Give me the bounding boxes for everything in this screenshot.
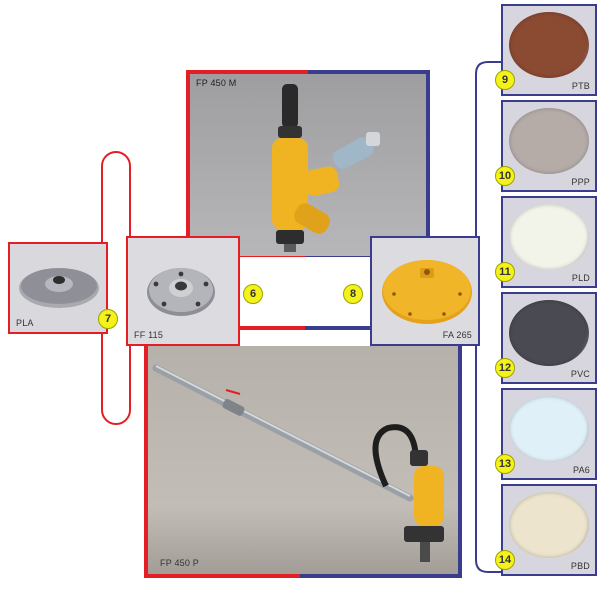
product-ff115-card: FF 115 [126,236,240,346]
product-fp450p-card: FP 450 P [144,346,462,578]
product-pla-card: PLA 7 [8,242,118,334]
product-fp450m-card: FP 450 M [186,70,430,260]
disc-ptb-image [509,12,589,78]
disc-card-ptb: PTB 9 [495,4,597,96]
pla-disc-image [19,268,99,308]
disc-card-pvc: PVC 12 [495,292,597,384]
disc-card-pbd: PBD 14 [495,484,597,576]
disc-ppp-number-badge: 10 [495,166,515,186]
disc-pbd-label: PBD [570,561,590,571]
grinder-tool-image [272,84,380,252]
disc-pvc-label: PVC [570,369,590,379]
disc-pbd-number-badge: 14 [495,550,515,570]
disc-pbd-image [509,492,589,558]
ff115-number-badge: 6 [243,284,263,304]
disc-pvc-image [509,300,589,366]
disc-ptb-number-badge: 9 [495,70,515,90]
disc-pld-label: PLD [571,273,590,283]
fa265-label: FA 265 [442,330,472,340]
disc-pld-image [509,204,589,270]
fp450m-label: FP 450 M [196,78,237,88]
disc-ppp-image [509,108,589,174]
fa265-number-badge: 8 [343,284,363,304]
disc-card-ppp: PPP 10 [495,100,597,192]
disc-ptb-label: PTB [571,81,590,91]
disc-card-pld: PLD 11 [495,196,597,288]
pla-number-badge: 7 [98,309,118,329]
fp450p-label: FP 450 P [160,558,199,568]
disc-pld-number-badge: 11 [495,262,515,282]
disc-pa6-label: PA6 [573,465,590,475]
disc-ppp-label: PPP [571,177,590,187]
disc-card-pa6: PA6 13 [495,388,597,480]
product-fa265-card: FA 265 [370,236,480,346]
ff115-flange-image [147,268,215,316]
ff115-label: FF 115 [134,330,164,340]
disc-pvc-number-badge: 12 [495,358,515,378]
pole-sander-image [152,364,444,562]
fa265-plate-image [382,260,472,324]
pla-label: PLA [16,318,34,328]
disc-pa6-number-badge: 13 [495,454,515,474]
disc-pa6-image [509,396,589,462]
